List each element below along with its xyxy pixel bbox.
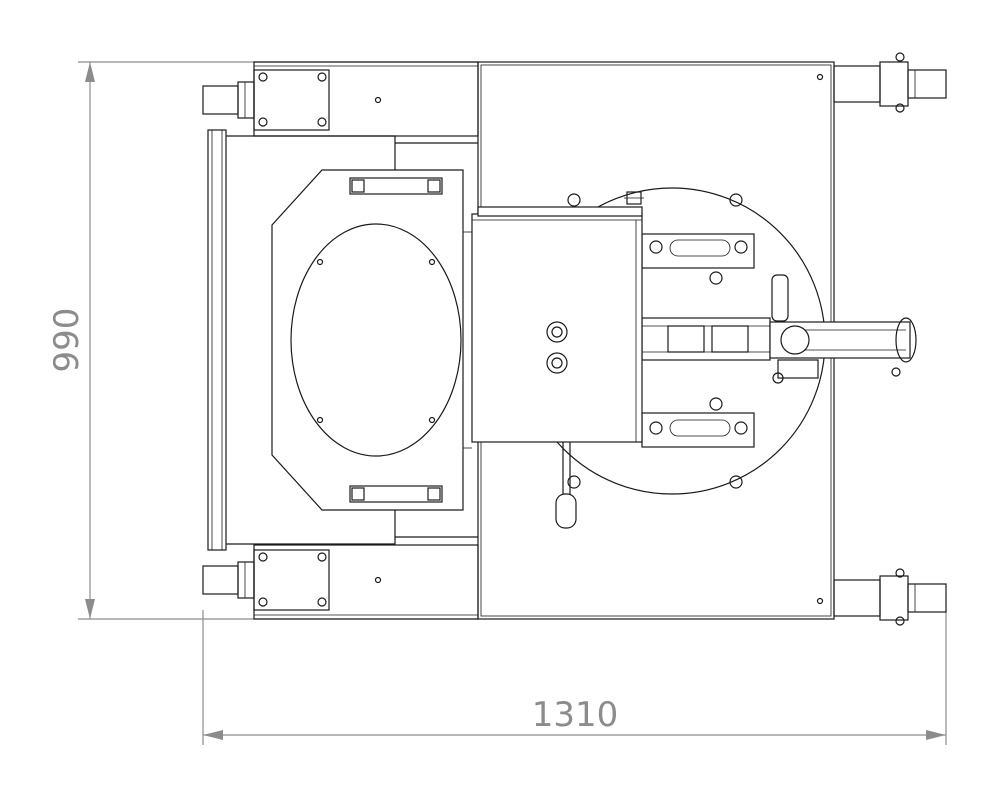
caster-plate-bottom-left: [202, 549, 330, 611]
slotted-brackets: [641, 233, 755, 448]
cradle-plate: [271, 169, 472, 511]
control-box: [471, 191, 644, 443]
caster-top-right: [833, 52, 947, 113]
dimension-height: 990: [47, 61, 478, 620]
dimension-width: 1310: [202, 610, 947, 745]
caster-plate-top-left: [202, 69, 330, 131]
width-dimension-label: 1310: [532, 695, 619, 735]
caster-bottom-right: [833, 568, 947, 626]
tow-bar: [641, 274, 917, 384]
height-dimension-label: 990: [47, 308, 87, 373]
lever-handle: [555, 442, 577, 529]
